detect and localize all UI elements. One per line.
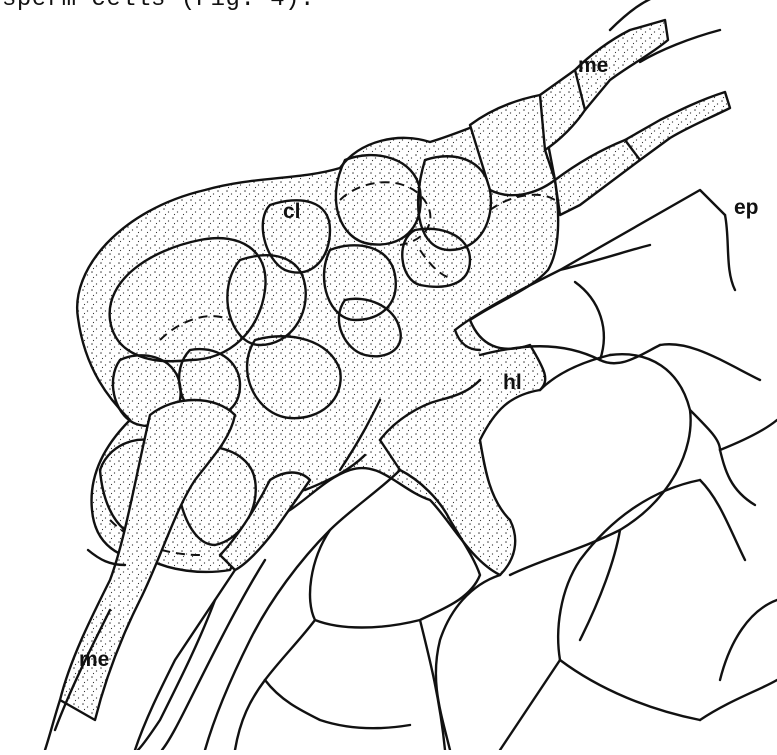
caption-fragment: sperm cells (Fig. 4). bbox=[2, 0, 315, 13]
label-me-bottom: me bbox=[79, 648, 109, 671]
label-me-top: me bbox=[578, 54, 608, 77]
label-cl: cl bbox=[283, 200, 301, 223]
label-hl: hl bbox=[503, 371, 522, 394]
label-ep: ep bbox=[734, 196, 759, 219]
